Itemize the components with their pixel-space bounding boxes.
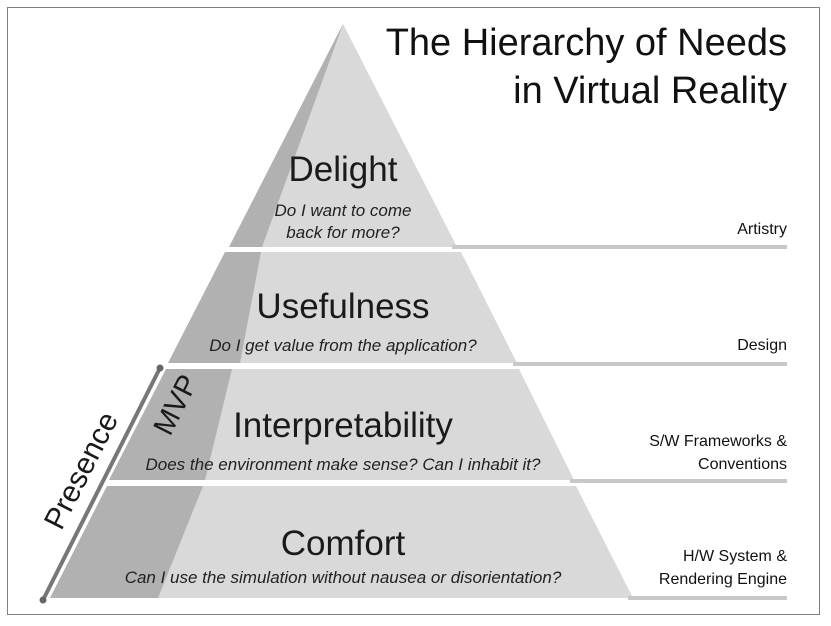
tier-delight-shape: [229, 24, 457, 247]
tier-title-delight: Delight: [288, 150, 398, 189]
side-label-design: Design: [737, 337, 787, 354]
tier-comfort-shape: [50, 486, 633, 598]
side-label-artistry: Artistry: [737, 221, 787, 238]
diagram-title-line1: The Hierarchy of Needs: [385, 22, 787, 64]
figure-frame: [7, 7, 820, 615]
tier-question-interpretability: Does the environment make sense? Can I i…: [145, 455, 541, 474]
tier-comfort-shadow: [50, 486, 203, 598]
tier-interpretability-shadow: [109, 369, 232, 480]
tier-usefulness-shadow: [168, 252, 261, 363]
tier-question-usefulness: Do I get value from the application?: [209, 336, 477, 355]
tier-title-interpretability: Interpretability: [233, 406, 453, 445]
side-label-hardware-line1: H/W System &: [682, 548, 787, 565]
side-label-hardware-line2: Rendering Engine: [658, 571, 787, 588]
tier-question-delight-line1: Do I want to come: [274, 201, 412, 220]
presence-bracket-cap-bottom: [39, 596, 47, 604]
tier-title-comfort: Comfort: [280, 524, 406, 563]
tier-delight-shadow: [229, 24, 343, 247]
diagram-title-line2: in Virtual Reality: [513, 70, 787, 112]
tier-title-usefulness: Usefulness: [256, 287, 430, 326]
presence-bracket-cap-top: [156, 364, 164, 372]
side-label-frameworks-line2: Conventions: [698, 456, 787, 473]
side-label-frameworks-line1: S/W Frameworks &: [649, 433, 787, 450]
tier-question-delight-line2: back for more?: [286, 223, 400, 242]
tier-question-comfort: Can I use the simulation without nausea …: [124, 568, 562, 587]
presence-bracket-line: [41, 366, 162, 602]
